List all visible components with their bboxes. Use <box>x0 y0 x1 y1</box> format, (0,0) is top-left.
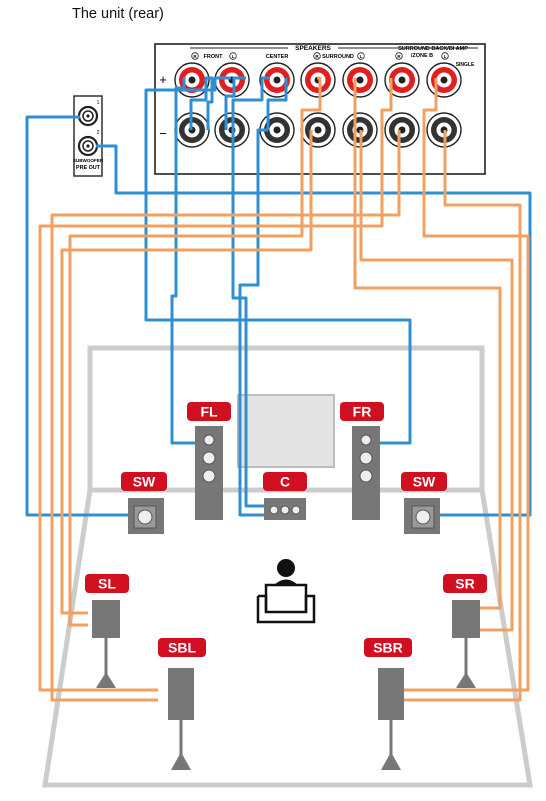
terminal-surround-r-plus <box>300 62 336 98</box>
terminal-front-r-plus <box>174 62 210 98</box>
label-sbl: SBL <box>168 640 196 656</box>
surround-back-label: SURROUND BACK/BI AMP <box>398 46 468 52</box>
cable-c-plus <box>231 76 270 508</box>
speakers-heading: SPEAKERS <box>295 45 331 52</box>
orange-cables <box>38 76 530 702</box>
label-sbr: SBR <box>373 640 403 656</box>
front-left-speaker <box>195 426 223 520</box>
subwoofer-right <box>404 498 440 534</box>
terminal-front-l-plus <box>214 62 250 98</box>
cable-fr-minus <box>224 76 246 130</box>
minus-sign: − <box>159 126 167 141</box>
subwoofer-left <box>128 498 164 534</box>
terminal-sb-r-plus <box>384 62 420 98</box>
surround-back-left-speaker <box>168 668 194 770</box>
label-fl: FL <box>200 404 218 420</box>
surround-left-speaker <box>92 600 120 688</box>
sub-jack-1: 1 <box>97 100 100 106</box>
cable-sr <box>353 78 514 632</box>
cable-fl-minus <box>189 76 214 130</box>
sb-l-marker: L <box>444 54 447 59</box>
cable-sw-right <box>96 144 532 517</box>
sub-label-1: SUBWOOFER <box>73 158 104 163</box>
terminal-sb-l-plus <box>426 62 462 98</box>
single-label: SINGLE <box>456 62 475 68</box>
front-r-marker: R <box>193 54 197 59</box>
label-sr: SR <box>455 576 474 592</box>
sub-label-2: PRE OUT <box>76 165 101 171</box>
label-c: C <box>280 474 290 490</box>
zone-label: /ZONE B <box>411 53 433 59</box>
terminal-center-plus <box>259 62 295 98</box>
speaker-labels: FL FR C SW SW SL SR SBL SBR <box>85 402 487 657</box>
terminal-sb-r-minus <box>384 112 420 148</box>
surround-back-right-speaker <box>378 668 404 770</box>
surround-right-speaker <box>452 600 480 688</box>
front-label: FRONT <box>204 54 224 60</box>
cable-sbr <box>404 78 530 702</box>
plus-sign: + <box>159 72 167 87</box>
center-label: CENTER <box>266 54 289 60</box>
listener-icon <box>256 559 316 624</box>
room-outline <box>42 345 533 788</box>
front-l-marker: L <box>232 54 235 59</box>
terminal-surround-r-minus <box>300 112 336 148</box>
subwoofer-preout-block: 1 2 SUBWOOFER PRE OUT <box>73 95 104 177</box>
cable-sbl <box>38 78 401 702</box>
center-speaker <box>264 498 306 520</box>
label-sw-left: SW <box>133 474 156 490</box>
terminal-front-r-minus <box>174 112 210 148</box>
cable-fl-plus <box>170 77 196 445</box>
terminal-surround-l-plus <box>342 62 378 98</box>
surround-r-marker: R <box>315 54 319 59</box>
sb-r-marker: R <box>397 54 401 59</box>
surround-label: SURROUND <box>322 54 354 60</box>
surround-l-marker: L <box>360 54 363 59</box>
label-sw-right: SW <box>413 474 436 490</box>
caption: The unit (rear) <box>72 6 164 22</box>
cable-c-minus <box>238 78 288 517</box>
label-sl: SL <box>98 576 116 592</box>
sub-jack-2: 2 <box>97 130 100 136</box>
tv-screen <box>237 394 335 468</box>
front-right-speaker <box>352 426 380 520</box>
cable-fr-plus <box>144 76 412 445</box>
label-fr: FR <box>353 404 372 420</box>
cable-sl <box>60 76 322 627</box>
